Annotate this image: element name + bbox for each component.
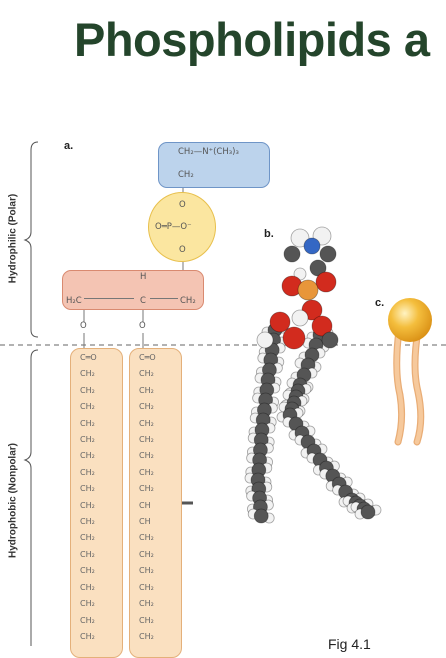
phosphate-formula: O═P—O⁻: [155, 222, 192, 232]
carbon-atom: [319, 245, 337, 263]
phosphorus-atom: [297, 279, 319, 301]
glycerol-bond-left: [84, 298, 134, 299]
glycerol-bond-right: [150, 298, 178, 299]
panel-a-label: a.: [64, 140, 74, 152]
carbon-atom: [253, 508, 269, 524]
panel-c-label: c.: [375, 297, 385, 309]
hydrophobic-label: Hydrophobic (Nonpolar): [7, 443, 19, 558]
glycerol-center: C: [140, 296, 146, 306]
carbon-atom: [321, 331, 339, 349]
carbon-atom: [283, 245, 301, 263]
oxygen-atom: [315, 271, 337, 293]
oxygen-atom: [269, 311, 291, 333]
panel-b-label: b.: [264, 228, 274, 240]
glycerol-group: [62, 270, 204, 310]
oxygen-atom: [282, 326, 306, 350]
hydrophobic-brace: [23, 349, 39, 646]
hydrophilic-label: Hydrophilic (Polar): [7, 193, 19, 284]
fatty-acid-chain-1: [70, 348, 123, 658]
phosphate-o-bottom: O: [179, 245, 186, 255]
oxygen-atom: [311, 315, 333, 337]
space-filling-model: [244, 226, 382, 524]
glycerol-left: H₂C: [66, 296, 82, 306]
phosphate-o-top: O: [179, 200, 186, 210]
hydrophilic-brace: [23, 141, 39, 338]
phosphate-group: [148, 192, 216, 262]
glycerol-h: H: [140, 272, 147, 282]
hydrogen-atom: [291, 309, 309, 327]
page-title: Phospholipids a: [74, 13, 430, 66]
glycerol-o-left: O: [80, 321, 87, 331]
fatty-acid-chain-2: [129, 348, 182, 658]
polar-head-sphere: [388, 298, 432, 342]
choline-ch2: CH₂: [178, 170, 194, 180]
choline-formula: CH₂—N⁺(CH₃)₃: [178, 147, 239, 157]
figure-caption: Fig 4.1: [328, 636, 371, 652]
glycerol-o-right: O: [139, 321, 146, 331]
hydrogen-atom: [256, 331, 274, 349]
carbon-atom: [360, 504, 376, 520]
choline-group: [158, 142, 270, 188]
nitrogen-atom: [303, 237, 321, 255]
hydrogen-atom: [290, 228, 310, 248]
glycerol-right: CH₂: [180, 296, 196, 306]
